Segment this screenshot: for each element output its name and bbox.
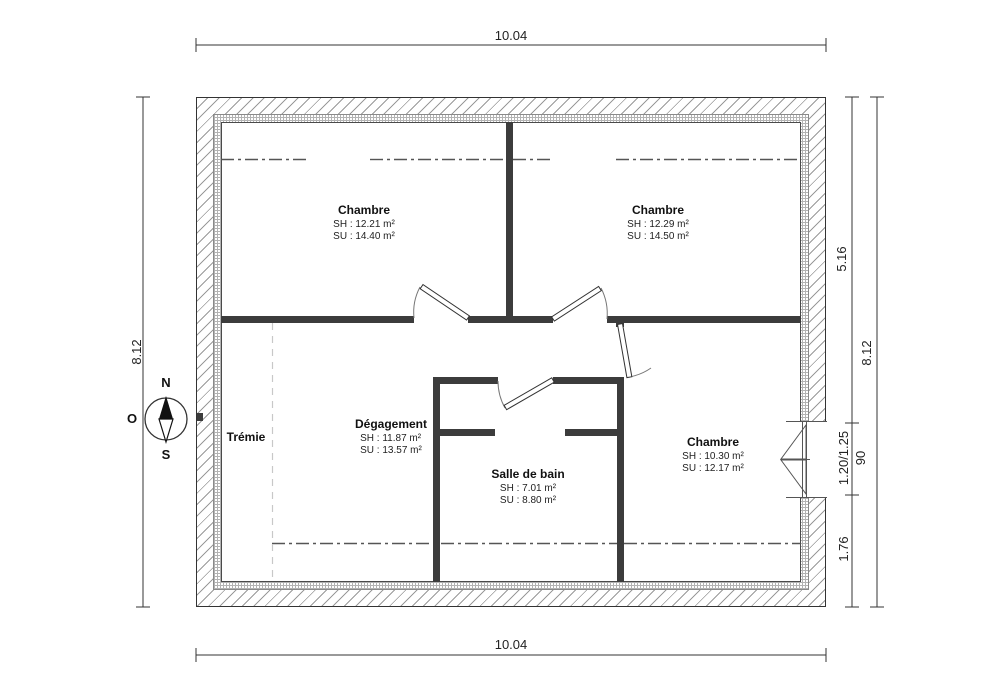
bathroom-wall-top [433,377,498,384]
dimension-right-upper: 5.16 [834,246,849,272]
interior-wall [506,122,513,323]
interior-wall [607,316,801,323]
interior-wall [221,316,414,323]
room-name: Chambre [686,435,740,449]
dimension-right-lower: 1.76 [836,536,851,562]
dimension-window-sill: 90 [853,450,868,466]
room-sh: SH : 11.87 m² [360,433,422,444]
compass-west-label: O [126,411,138,426]
room-sh: SH : 7.01 m² [499,483,557,494]
room-sh: SH : 12.29 m² [627,219,689,230]
bathroom-wall-right [617,378,624,582]
dimension-window-size: 1.20/1.25 [836,430,851,486]
compass-north-label: N [161,375,171,390]
dimension-height-right: 8.12 [859,340,874,366]
room-label-bathroom: Salle de bain SH : 7.01 m² SU : 8.80 m² [491,467,564,508]
compass-south-label: S [161,447,171,462]
door-hinge-block [616,318,624,327]
room-label-stairwell: Trémie [227,430,266,444]
dimension-width-bottom: 10.04 [494,637,528,652]
room-label-bedroom-top-right: Chambre SH : 12.29 m² SU : 14.50 m² [627,203,689,244]
dimension-height-left: 8.12 [129,339,144,365]
bathroom-stub-wall [565,429,624,436]
room-name: Trémie [226,430,266,444]
bathroom-wall-top [553,377,624,384]
room-label-hallway: Dégagement SH : 11.87 m² SU : 13.57 m² [355,417,427,458]
room-label-bedroom-top-left: Chambre SH : 12.21 m² SU : 14.40 m² [333,203,395,244]
room-name: Chambre [337,203,391,217]
room-label-bedroom-right: Chambre SH : 10.30 m² SU : 12.17 m² [682,435,744,476]
room-su: SU : 14.50 m² [627,230,689,242]
room-su: SU : 13.57 m² [360,444,422,456]
compass-icon [144,396,188,445]
room-su: SU : 14.40 m² [333,230,395,242]
room-name: Dégagement [354,417,428,431]
dimension-width-top: 10.04 [494,28,528,43]
room-su: SU : 8.80 m² [499,494,557,506]
room-name: Salle de bain [491,467,565,481]
room-su: SU : 12.17 m² [682,462,744,474]
bathroom-wall-left [433,377,440,582]
room-name: Chambre [631,203,685,217]
room-sh: SH : 10.30 m² [682,451,744,462]
bathroom-stub-wall [433,429,495,436]
room-sh: SH : 12.21 m² [333,219,395,230]
